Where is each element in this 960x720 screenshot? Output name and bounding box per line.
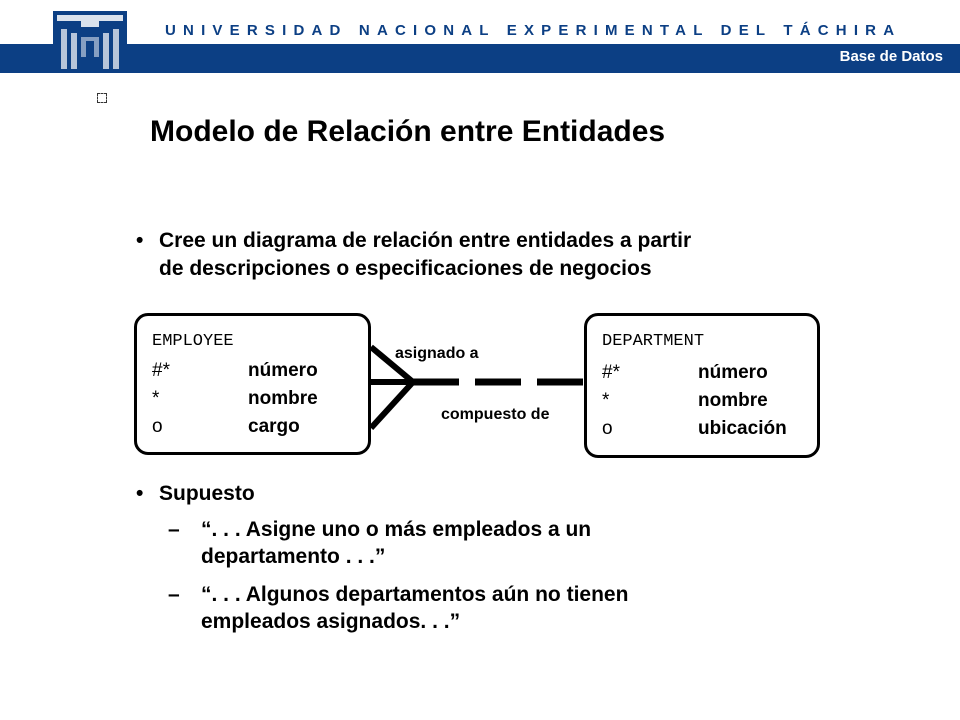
- bullet-item: • Supuesto: [136, 480, 255, 508]
- attribute-marker: o: [602, 418, 613, 439]
- crows-foot-lower: [368, 379, 416, 431]
- attribute-marker: o: [152, 416, 163, 437]
- course-name: Base de Datos: [839, 48, 943, 65]
- sub-bullet-item: – “. . . Algunos departamentos aún no ti…: [168, 581, 629, 635]
- bullet-text-line: de descripciones o especificaciones de n…: [159, 257, 652, 280]
- dash-icon: –: [168, 518, 180, 541]
- crows-foot-upper: [369, 344, 415, 385]
- attribute-name: cargo: [248, 416, 300, 437]
- entity-name: EMPLOYEE: [152, 332, 234, 351]
- sub-bullet-text-line: empleados asignados. . .”: [201, 610, 461, 633]
- attribute-marker: *: [152, 388, 160, 409]
- sub-bullet-text-line: “. . . Asigne uno o más empleados a un: [201, 518, 592, 541]
- attribute-name: nombre: [698, 390, 768, 411]
- sub-bullet-text-line: departamento . . .”: [201, 545, 386, 568]
- bullet-text-line: Supuesto: [159, 482, 255, 505]
- attribute-name: nombre: [248, 388, 318, 409]
- header-band: [0, 44, 960, 73]
- university-logo-icon: [53, 11, 127, 73]
- slide-title: Modelo de Relación entre Entidades: [150, 115, 666, 148]
- relationship-label-top: asignado a: [395, 345, 479, 362]
- sub-bullet-item: – “. . . Asigne uno o más empleados a un…: [168, 516, 592, 570]
- attribute-name: número: [248, 360, 318, 381]
- entity-name: DEPARTMENT: [602, 332, 705, 351]
- attribute-marker: #*: [602, 362, 620, 383]
- bullet-item: • Cree un diagrama de relación entre ent…: [136, 227, 692, 283]
- bullet-dot-icon: •: [136, 229, 144, 252]
- attribute-marker: #*: [152, 360, 170, 381]
- placeholder-square-icon: [97, 93, 107, 103]
- entity-department: DEPARTMENT #* número * nombre o ubicació…: [584, 313, 820, 458]
- bullet-text-line: Cree un diagrama de relación entre entid…: [159, 229, 692, 252]
- sub-bullet-text-line: “. . . Algunos departamentos aún no tien…: [201, 583, 629, 606]
- institution-name: UNIVERSIDAD NACIONAL EXPERIMENTAL DEL TÁ…: [165, 22, 902, 39]
- bullet-dot-icon: •: [136, 482, 144, 505]
- relationship-label-bottom: compuesto de: [441, 406, 550, 423]
- attribute-name: número: [698, 362, 768, 383]
- attribute-name: ubicación: [698, 418, 787, 439]
- attribute-marker: *: [602, 390, 610, 411]
- dash-icon: –: [168, 583, 180, 606]
- entity-employee: EMPLOYEE #* número * nombre o cargo: [134, 313, 371, 455]
